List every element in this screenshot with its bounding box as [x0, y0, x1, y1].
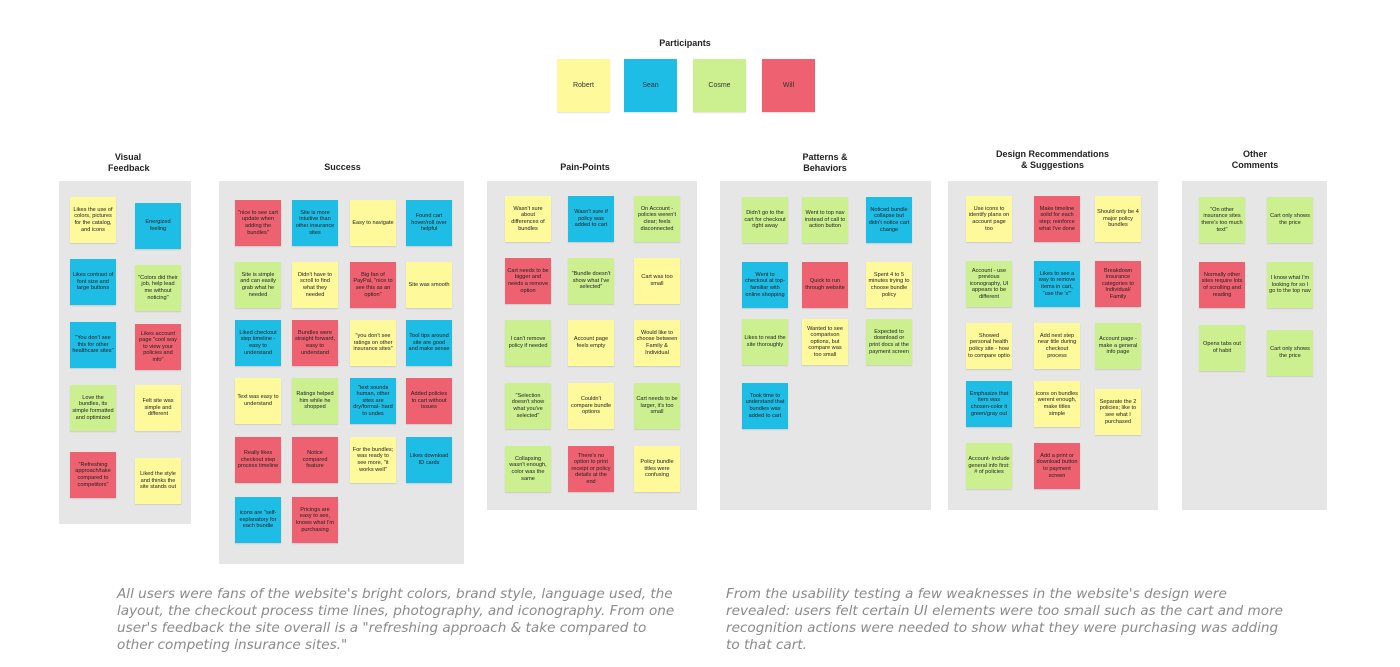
design-recommendations-suggestions-title: Design Recommendations & Suggestions — [995, 149, 1110, 170]
sticky-note[interactable]: Use icons to identify plans on account p… — [966, 196, 1012, 242]
sticky-note[interactable]: Wanted to see comparison options, but co… — [802, 319, 848, 365]
patterns-behaviors-title: Patterns & Behaviors — [802, 152, 848, 173]
sticky-note[interactable]: Wasn't sure about differences of bundles — [505, 196, 551, 242]
sticky-note[interactable]: Cart only shows the price — [1267, 197, 1313, 243]
sticky-note[interactable]: Likes contrast of font size and large bu… — [70, 259, 116, 305]
success-title: Success — [324, 162, 361, 172]
sticky-note[interactable]: Policy bundle titles were confusing — [634, 446, 680, 492]
caption-right: From the usability testing a few weaknes… — [726, 586, 1284, 653]
sticky-note[interactable]: Site is simple and can easily grab what … — [235, 262, 281, 308]
sticky-note[interactable]: "You don't see this for other healthcare… — [70, 322, 116, 368]
sticky-note[interactable]: Cart needs to be larger, it's too small — [634, 383, 680, 429]
sticky-note[interactable]: For the bundles; was ready to see more, … — [350, 437, 396, 483]
sticky-note[interactable]: Should only be 4 major policy bundles — [1095, 196, 1141, 242]
sticky-note[interactable]: There's no option to print receipt or po… — [568, 446, 614, 492]
sticky-note[interactable]: Likes to read the site thoroughly — [742, 319, 788, 365]
sticky-note[interactable]: Account page - make a general info page — [1095, 323, 1141, 369]
sticky-note[interactable]: Add a print or download button to paymen… — [1034, 443, 1080, 489]
sticky-note[interactable]: Big fan of PayPal, "nice to see this as … — [350, 262, 396, 308]
sticky-note[interactable]: "Bundle doesn't show what I've selected" — [568, 258, 614, 304]
sticky-note[interactable]: Likes account page "cool way to view you… — [135, 324, 181, 370]
sticky-note[interactable]: "Colors did their job, help lead me with… — [135, 265, 181, 311]
sticky-note[interactable]: Wasn't sure if policy was added to cart — [568, 196, 614, 242]
participant-label: Sean — [642, 82, 659, 89]
sticky-note[interactable]: "text sounds human, other sites are dry/… — [350, 378, 396, 424]
sticky-note[interactable]: Felt site was simple and different — [135, 385, 181, 431]
sticky-note[interactable]: Liked the style and thinks the site stan… — [135, 458, 181, 504]
sticky-note[interactable]: I know what I'm looking for so I go to t… — [1267, 262, 1313, 308]
sticky-note[interactable]: "nice to see cart update when adding the… — [235, 200, 281, 246]
sticky-note[interactable]: Didn't have to scroll to find what they … — [292, 262, 338, 308]
sticky-note[interactable]: "Selection doesn't show what you've sele… — [505, 383, 551, 429]
sticky-note[interactable]: Pricings are easy to see, knows what I'm… — [292, 497, 338, 543]
pain-points-title: Pain-Points — [560, 162, 610, 172]
participant-label: Cosme — [708, 82, 731, 89]
sticky-note[interactable]: icons are "self-explanatory for each bun… — [235, 497, 281, 543]
caption-left: All users were fans of the website's bri… — [117, 586, 675, 653]
sticky-note[interactable]: Site was smooth — [406, 262, 452, 308]
sticky-note[interactable]: "Refreshing approach/take compared to co… — [70, 452, 116, 498]
sticky-note[interactable]: Separate the 2 policies; like to see wha… — [1095, 389, 1141, 435]
sticky-note[interactable]: Site is more intuitive than other insura… — [292, 200, 338, 246]
sticky-note[interactable]: Found cart hover/roll over helpful — [406, 200, 452, 246]
other-comments-title: Other Comments — [1231, 149, 1279, 170]
visual-feedback-title: Visual Feedback — [108, 152, 150, 173]
sticky-note[interactable]: Couldn't compare bundle options — [568, 383, 614, 429]
participant-label: Robert — [572, 82, 594, 89]
sticky-note[interactable]: Bundles were straight forward, easy to u… — [292, 320, 338, 366]
sticky-note[interactable]: Add next step near title during checkout… — [1034, 323, 1080, 369]
sticky-note[interactable]: Love the bundles, its simple formatted a… — [70, 385, 116, 431]
participants-title: Participants — [659, 38, 711, 48]
participant-label: Will — [782, 82, 795, 89]
sticky-note[interactable]: I can't remove policy if needed — [505, 320, 551, 366]
sticky-note[interactable]: Liked checkout step timeline - easy to u… — [235, 320, 281, 366]
sticky-note[interactable]: Account- include general info first: # o… — [966, 443, 1012, 489]
sticky-note[interactable]: Likes the use of colors, pictures for th… — [70, 197, 116, 243]
sticky-note[interactable]: Make timeline solid for each step; reinf… — [1034, 196, 1080, 242]
sticky-note[interactable]: Emphasize that item was chosen-color it … — [966, 381, 1012, 427]
sticky-note[interactable]: "you don't see ratings on other insuranc… — [350, 320, 396, 366]
sticky-note[interactable]: Notice compared feature — [292, 437, 338, 483]
sticky-note[interactable]: Text was easy to understand — [235, 378, 281, 424]
sticky-note[interactable]: Quick to run through website — [802, 262, 848, 308]
sticky-note[interactable]: Would like to choose between Family & In… — [634, 320, 680, 366]
sticky-note[interactable]: On Account - policies weren't clear; fee… — [634, 196, 680, 242]
sticky-note[interactable]: "On other insurance sites there's too mu… — [1199, 197, 1245, 243]
participant-robert[interactable]: Robert — [557, 59, 610, 112]
sticky-note[interactable]: Ratings helped him while he shopped — [292, 378, 338, 424]
sticky-note[interactable]: Breakdown insurance categories to Indivi… — [1095, 261, 1141, 307]
sticky-note[interactable]: Showed personal health policy site - how… — [966, 323, 1012, 369]
sticky-note[interactable]: Tool tips around site are good and make … — [406, 320, 452, 366]
sticky-note[interactable]: Likes to see a way to remove items in ca… — [1034, 261, 1080, 307]
sticky-note[interactable]: Normally other sites require lots of scr… — [1199, 262, 1245, 308]
sticky-note[interactable]: Cart was too small — [634, 258, 680, 304]
sticky-note[interactable]: Went to top nav instead of call to actio… — [802, 197, 848, 243]
sticky-note[interactable]: Went to checkout at top-familiar with on… — [742, 262, 788, 308]
sticky-note[interactable]: Added policies to cart without issues — [406, 378, 452, 424]
sticky-note[interactable]: Account page feels empty — [568, 320, 614, 366]
participant-will[interactable]: Will — [762, 59, 815, 112]
sticky-note[interactable]: Spent 4 to 5 minutes trying to choose bu… — [866, 262, 912, 308]
sticky-note[interactable]: icons on bundles werent enough, make tit… — [1034, 381, 1080, 427]
sticky-note[interactable]: Cart only shows the price — [1267, 330, 1313, 376]
sticky-note[interactable]: Really likes checkout step process timel… — [235, 437, 281, 483]
participant-cosme[interactable]: Cosme — [693, 59, 746, 112]
sticky-note[interactable]: Expected to download or print docs at th… — [866, 319, 912, 365]
sticky-note[interactable]: Easy to navigate — [350, 200, 396, 246]
sticky-note[interactable]: Cart needs to be bigger and needs a remo… — [505, 258, 551, 304]
participant-sean[interactable]: Sean — [624, 59, 677, 112]
sticky-note[interactable]: Didn't go to the cart for checkout right… — [742, 197, 788, 243]
sticky-note[interactable]: Noticed bundle collapse but didn't notic… — [866, 197, 912, 243]
sticky-note[interactable]: Collapsing wasn't enough, color was the … — [505, 446, 551, 492]
sticky-note[interactable]: Account - use previous iconography, UI a… — [966, 261, 1012, 307]
sticky-note[interactable]: Opens tabs out of habit — [1199, 325, 1245, 371]
sticky-note[interactable]: Likes download ID cards — [406, 437, 452, 483]
sticky-note[interactable]: Energized feeling — [135, 203, 181, 249]
sticky-note[interactable]: Took time to understand that bundles was… — [742, 383, 788, 429]
